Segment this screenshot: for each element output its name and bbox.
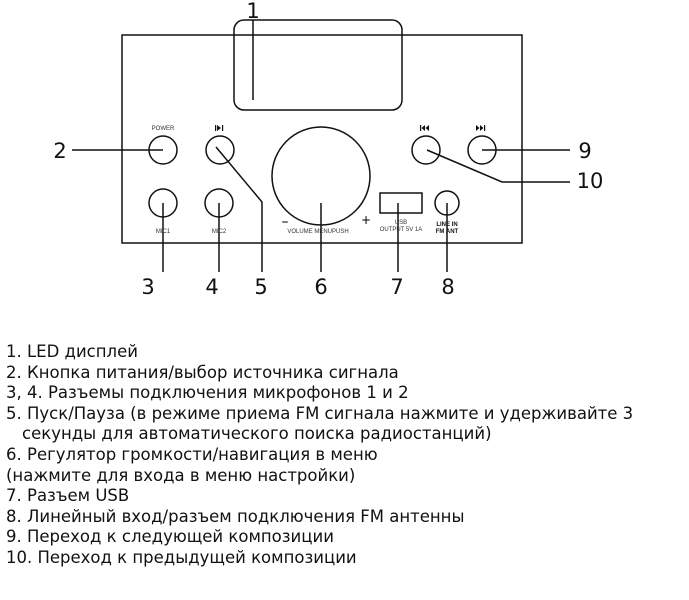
legend-item: 1. LED дисплей: [6, 342, 138, 361]
legend-item: 8. Линейный вход/разъем подключения FM а…: [6, 506, 465, 526]
callout-3: 3: [141, 275, 154, 299]
volume-label: VOLUME MENUPUSH: [287, 229, 348, 235]
legend-item: (нажмите для входа в меню настройки): [6, 465, 356, 485]
legend-item: секунды для автоматического поиска радио…: [22, 424, 492, 444]
mic1-label: MIC1: [156, 229, 171, 235]
callout-10: 10: [577, 169, 604, 193]
usb-output-label: OUTPUT 5V 1A: [380, 227, 423, 233]
callout-4: 4: [205, 275, 218, 299]
usb-label: USB: [395, 220, 407, 226]
line-in-label: LINE IN: [436, 222, 457, 228]
legend-list: 1. LED дисплей 2. Кнопка питания/выбор и…: [6, 342, 633, 569]
callout-5: 5: [254, 275, 267, 299]
callout-6: 6: [314, 275, 327, 299]
fm-ant-label: FM ANT: [436, 229, 459, 235]
legend-item: 7. Разъем USB: [6, 486, 130, 506]
legend-item: 3, 4. Разъемы подключения микрофонов 1 и…: [6, 383, 409, 403]
legend-item: 10. Переход к предыдущей композиции: [6, 547, 357, 567]
led-display: [233, 19, 403, 111]
usb-port: [379, 192, 423, 214]
callout-2: 2: [53, 139, 66, 163]
previous-track-icon: [420, 125, 429, 131]
legend-item: 5. Пуск/Пауза (в режиме приема FM сигнал…: [6, 403, 634, 423]
prev-button: [411, 135, 441, 165]
play-pause-button: [205, 135, 235, 165]
power-label: POWER: [152, 126, 175, 132]
legend-item: 6. Регулятор громкости/навигация в меню: [6, 444, 378, 464]
legend-item: 2. Кнопка питания/выбор источника сигнал…: [6, 362, 399, 382]
callout-8: 8: [441, 275, 454, 299]
plus-label: +: [361, 213, 371, 227]
legend-item: 9. Переход к следующей композиции: [6, 527, 334, 547]
callout-1: 1: [246, 0, 259, 23]
callout-7: 7: [390, 275, 403, 299]
callout-9: 9: [578, 139, 591, 163]
minus-label: –: [282, 214, 289, 230]
device-panel-diagram: POWER MIC1 MIC2 VOLUME MENUPUSH – + USB …: [53, 0, 604, 299]
next-track-icon: [476, 125, 486, 131]
mic2-label: MIC2: [212, 229, 227, 235]
play-pause-icon: [215, 125, 224, 131]
panel-outline: [121, 34, 523, 244]
